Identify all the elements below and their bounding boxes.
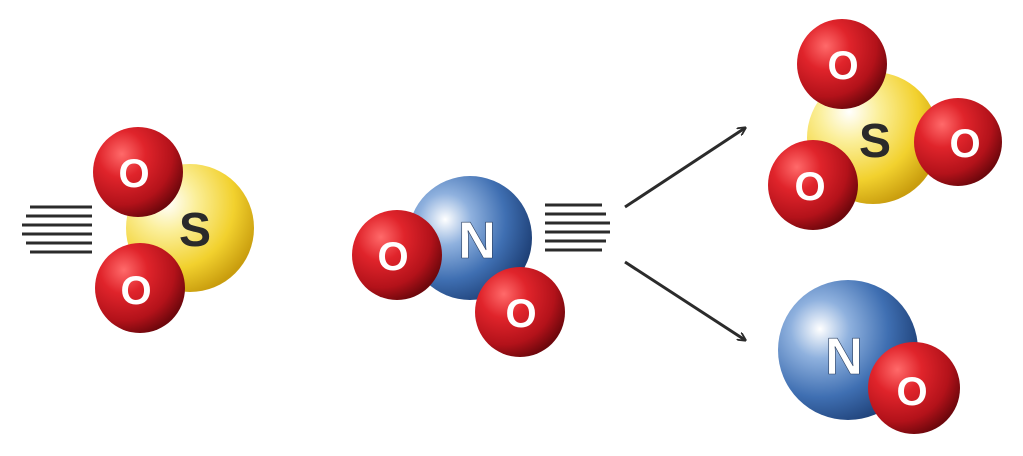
so3-oxygen-top-label: O [827,44,858,88]
so3-oxygen-atom-right [914,98,1002,186]
no2-oxygen-bottom-label: O [505,292,536,336]
so3-oxygen-right-label: O [949,122,980,166]
so2-oxygen-atom-bottom [95,243,185,333]
no2-molecule: N O O [352,176,610,357]
arrow-to-no [624,260,745,340]
so3-molecule: S O O O [768,19,1002,230]
so2-oxygen-atom-top [93,127,183,217]
no2-oxygen-atom-bottom [475,267,565,357]
no2-nitrogen-label: N [458,212,496,270]
no2-speed-lines [545,203,610,252]
so3-oxygen-left-label: O [794,165,825,209]
so2-oxygen-top-label: O [118,152,149,196]
no2-oxygen-left-label: O [377,235,408,279]
no-oxygen-atom [868,342,960,434]
so3-oxygen-atom-top [797,19,887,109]
so3-sulfur-label: S [859,115,891,168]
no-nitrogen-label: N [825,328,863,386]
no-oxygen-label: O [896,370,927,414]
so2-sulfur-label: S [179,204,211,257]
no2-oxygen-atom-left [352,210,442,300]
so2-molecule: S O O [22,127,254,333]
so2-speed-lines [22,205,92,254]
no-molecule: N O [778,280,960,434]
so3-oxygen-atom-left [768,140,858,230]
arrow-to-so3 [624,128,745,209]
so2-oxygen-bottom-label: O [120,269,151,313]
